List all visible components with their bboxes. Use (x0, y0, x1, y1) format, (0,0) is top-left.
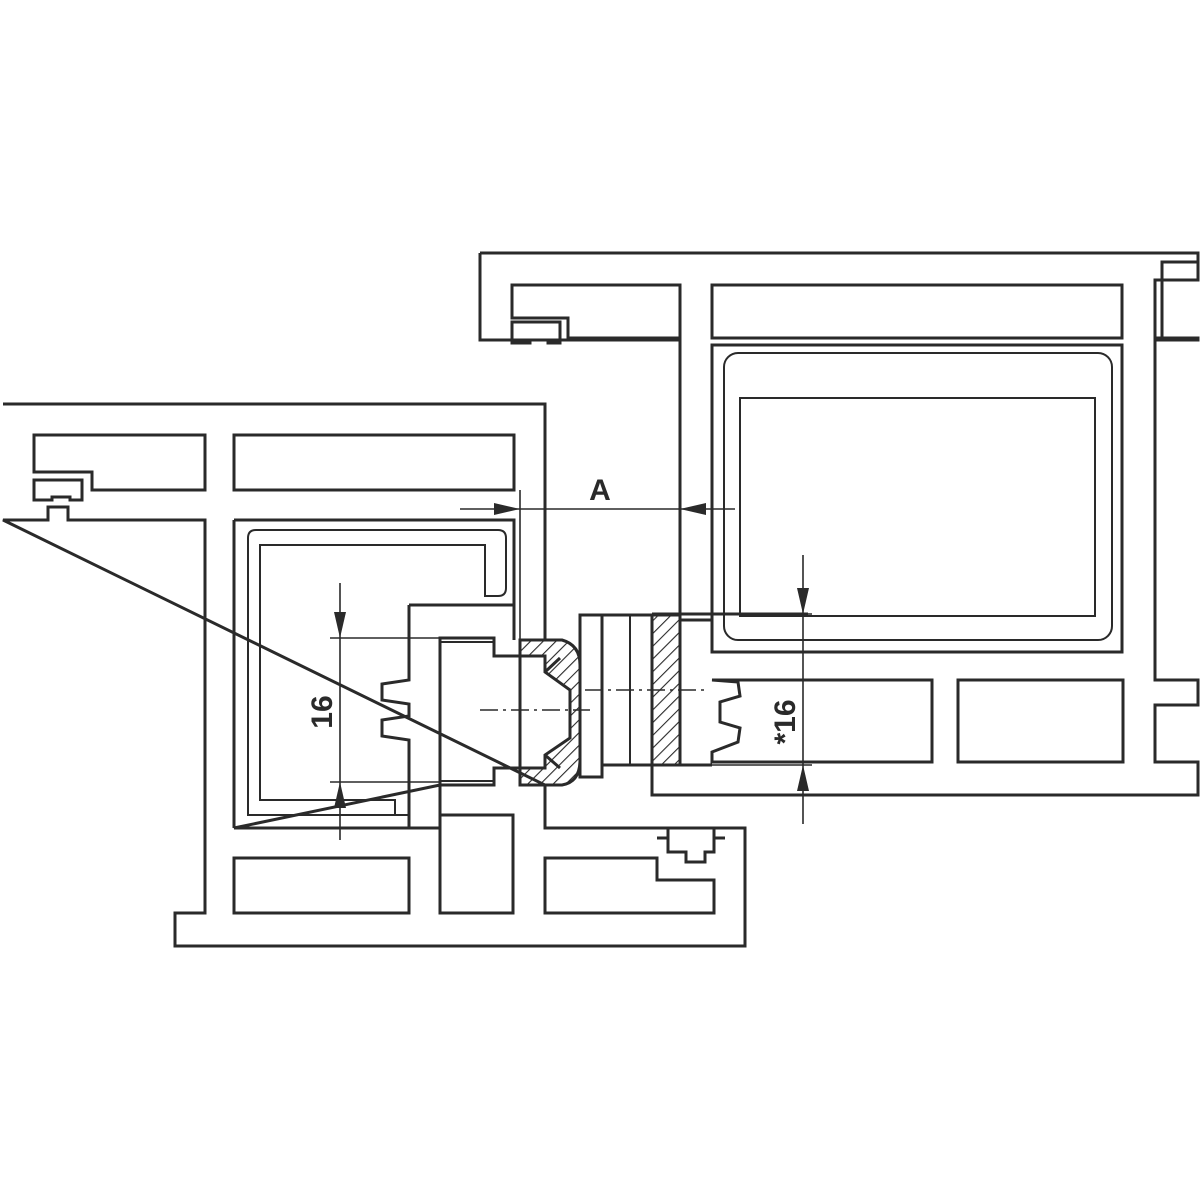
dimension-right-16: *16 (652, 555, 812, 824)
right-bottom-chamber-2 (956, 678, 1125, 764)
left-profile-outline (2, 402, 747, 948)
dimension-left-16: 16 (306, 583, 440, 840)
left-top-left-chamber (32, 433, 207, 492)
right-top-left-chamber (510, 283, 682, 340)
gasket-left-hatched (518, 638, 582, 787)
left-bottom-chamber-2 (438, 813, 515, 915)
right-side-slot-upper (1160, 260, 1198, 340)
gasket-center-plate (578, 613, 604, 779)
left-bottom-chamber-1 (232, 856, 411, 915)
dim-a-arrow-left (494, 503, 520, 515)
center-lines (480, 689, 705, 711)
gasket-right-seal (680, 618, 714, 767)
right-profile-outline (480, 251, 1200, 797)
dim-left-arrow-top (334, 612, 346, 638)
dim-a-arrow-right (680, 503, 706, 515)
dim-a-label: A (589, 474, 611, 507)
dim-right-arrow-bottom (797, 765, 809, 791)
right-bottom-chamber-1 (710, 678, 934, 764)
right-glass-pane (739, 397, 1096, 617)
dim-right-arrow-top (797, 588, 809, 614)
left-profile (2, 402, 747, 948)
right-profile-inner-edge (478, 253, 682, 614)
dimension-a: A (460, 474, 735, 640)
left-bottom-t-slot (666, 828, 716, 864)
right-glass-chamber-outer (710, 343, 1124, 654)
dim-left-arrow-bottom (334, 782, 346, 808)
left-t-slot (32, 478, 84, 502)
right-glass-chamber-rounded (723, 352, 1113, 641)
gasket-left-inner (543, 656, 562, 770)
left-main-chamber-inner (247, 529, 507, 816)
right-top-chamber (710, 283, 1124, 340)
dim-right-label: *16 (769, 699, 802, 744)
dim-left-label: 16 (306, 695, 339, 728)
left-bottom-chamber-3 (543, 856, 716, 915)
left-top-chamber (232, 433, 516, 492)
right-profile (478, 251, 1200, 797)
gasket-base-left (438, 636, 522, 787)
right-t-slot (510, 320, 562, 345)
left-grip-chamber (380, 603, 514, 828)
